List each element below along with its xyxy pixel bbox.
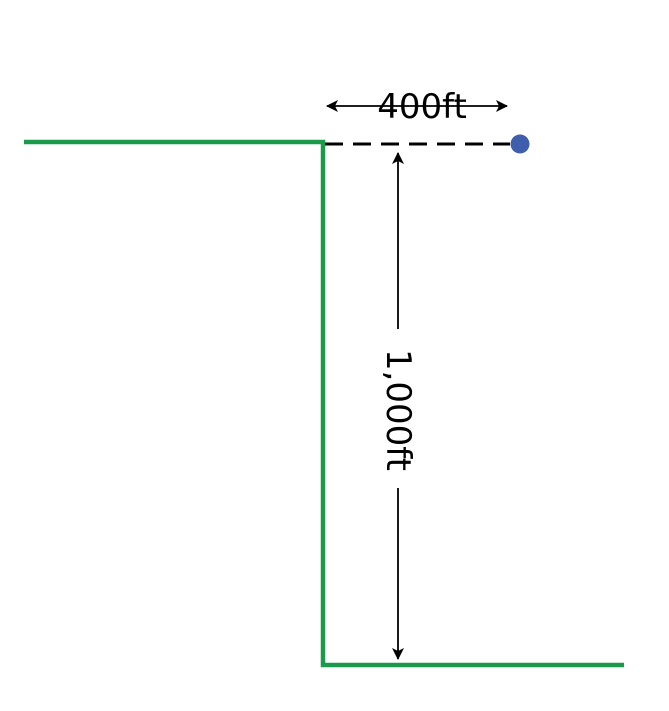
horizontal-dimension-label: 400ft: [377, 87, 467, 127]
ground-profile: [24, 139, 624, 668]
vertical-dimension-label: 1,000ft: [378, 349, 418, 471]
position-point: [510, 134, 530, 154]
